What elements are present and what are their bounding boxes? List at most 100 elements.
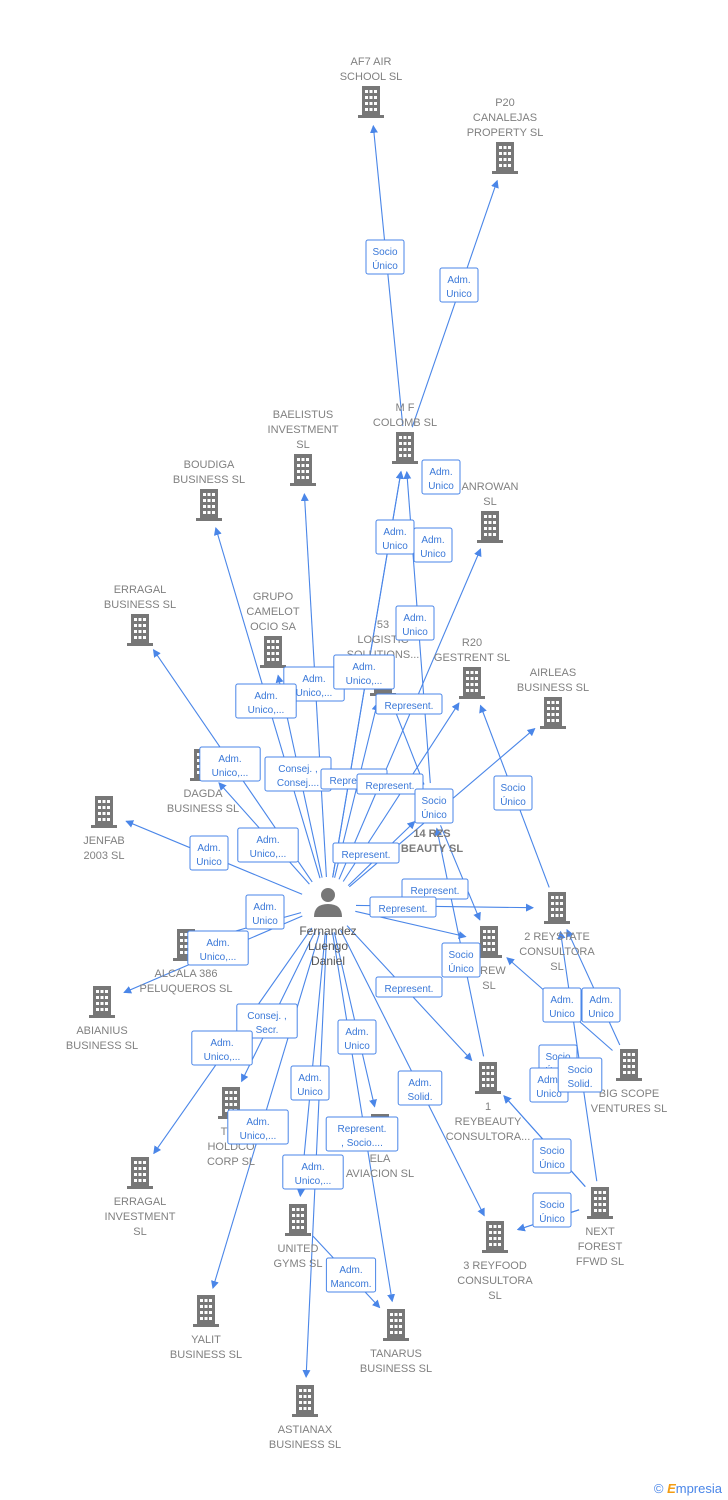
company-name: BEAUTY SL bbox=[401, 843, 463, 855]
edge-center-to-ela bbox=[333, 932, 377, 1108]
company-name: DAGDA bbox=[183, 788, 223, 800]
building-icon bbox=[544, 892, 570, 924]
company-name: INVESTMENT bbox=[268, 424, 339, 436]
edge-label-text: Único bbox=[539, 1158, 565, 1171]
edge-label[interactable]: Adm.Solid. bbox=[397, 1070, 443, 1106]
person-name: Luengo bbox=[308, 939, 348, 953]
edge-label[interactable]: Adm.Unico bbox=[439, 267, 479, 303]
edge-label[interactable]: Adm.Unico bbox=[395, 605, 435, 641]
edge-label-text: Socio bbox=[421, 796, 446, 807]
edge-label-text: Socio bbox=[448, 950, 473, 961]
building-icon bbox=[587, 1187, 613, 1219]
edge-label[interactable]: Adm.Mancom. bbox=[325, 1257, 377, 1293]
edge-label-text: Solid. bbox=[567, 1079, 592, 1090]
company-name: BUSINESS SL bbox=[104, 599, 176, 611]
edge-label[interactable]: Adm.Unico bbox=[542, 987, 582, 1023]
edge-label[interactable]: Adm.Unico,... bbox=[333, 654, 395, 690]
edge-label[interactable]: Adm.Unico bbox=[581, 987, 621, 1023]
edge-mf-to-af7 bbox=[370, 124, 404, 427]
edge-label-box bbox=[395, 605, 435, 641]
edge-label[interactable]: Adm.Unico bbox=[290, 1065, 330, 1101]
edge-label[interactable]: Adm.Unico bbox=[375, 519, 415, 555]
edge-reybeauty-to-rzs bbox=[434, 827, 485, 1057]
edge-label-box bbox=[581, 987, 621, 1023]
edge-label-text: , Socio.... bbox=[341, 1138, 383, 1149]
edge-label-box bbox=[325, 1257, 377, 1293]
edge-label[interactable]: Adm.Unico,... bbox=[187, 930, 249, 966]
company-name: TANARUS bbox=[370, 1348, 422, 1360]
edge-label[interactable]: Adm.Unico bbox=[421, 459, 461, 495]
edge-label[interactable]: Adm.Unico,... bbox=[235, 683, 297, 719]
edge-label-box bbox=[337, 1019, 377, 1055]
company-name: BUSINESS SL bbox=[66, 1040, 138, 1052]
edge-label-text: Socio bbox=[545, 1052, 570, 1063]
edge-label[interactable]: Adm.Unico,... bbox=[237, 827, 299, 863]
company-name: GRUPO bbox=[253, 591, 294, 603]
edge-label[interactable]: Represent. bbox=[375, 976, 443, 998]
edge-label[interactable]: Adm.Unico bbox=[245, 894, 285, 930]
building-icon bbox=[540, 697, 566, 729]
edge-label[interactable]: Represent., Socio.... bbox=[325, 1116, 399, 1152]
edge-label[interactable]: Adm.Unico,... bbox=[282, 1154, 344, 1190]
edge-label-text: Unico,... bbox=[346, 676, 383, 687]
edge-label[interactable]: Adm.Unico,... bbox=[199, 746, 261, 782]
edge-label[interactable]: Represent. bbox=[375, 693, 443, 715]
edge-rzs-to-logistic bbox=[390, 701, 425, 785]
edge-label[interactable]: Represent. bbox=[401, 878, 469, 900]
edge-label-text: Consej. , bbox=[247, 1011, 286, 1022]
edge-label[interactable]: Represent. bbox=[356, 773, 424, 795]
edge-label[interactable]: Represent. bbox=[369, 896, 437, 918]
edge-label-text: Adm. bbox=[218, 754, 241, 765]
edge-label[interactable]: Adm.Unico bbox=[337, 1019, 377, 1055]
edge-label[interactable]: Consej. ,Secr. bbox=[236, 1003, 298, 1039]
edge-label[interactable]: Adm.Unico bbox=[189, 835, 229, 871]
edge-label-text: Unico bbox=[420, 549, 446, 560]
edge-label[interactable]: Adm.Unico,... bbox=[227, 1109, 289, 1145]
edge-label-text: Adm. bbox=[253, 902, 276, 913]
building-icon bbox=[482, 1221, 508, 1253]
edge-label[interactable]: Adm.Unico,... bbox=[191, 1030, 253, 1066]
footer-brand[interactable]: © Empresia bbox=[654, 1481, 722, 1496]
edge-label[interactable]: Adm.Unico bbox=[413, 527, 453, 563]
edge-label-text: Adm. bbox=[302, 674, 325, 685]
edge-nextforest-to-reystate bbox=[557, 930, 598, 1182]
edge-label[interactable]: Represent. bbox=[332, 842, 400, 864]
company-node-reybeauty[interactable]: 1REYBEAUTYCONSULTORA... bbox=[446, 1062, 531, 1143]
building-icon bbox=[89, 986, 115, 1018]
person-name: Daniel bbox=[311, 954, 345, 968]
